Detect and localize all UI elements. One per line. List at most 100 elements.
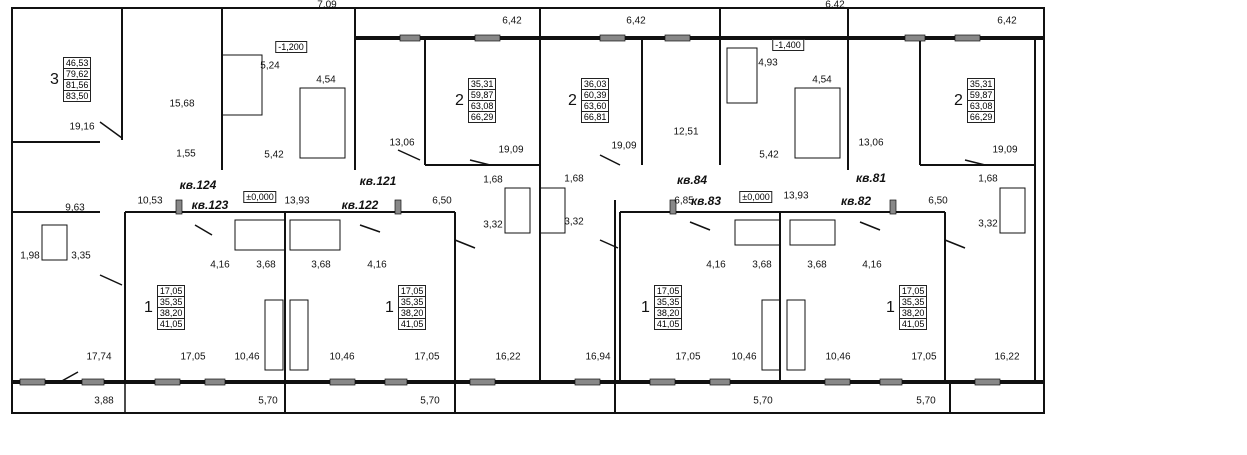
room-area: 10,46 <box>825 351 851 363</box>
area-value: 79,62 <box>63 69 91 80</box>
room-area: 4,16 <box>862 259 882 271</box>
apartment-label: кв.84 <box>676 173 708 187</box>
level-mark: -1,400 <box>772 39 804 51</box>
room-area: 19,09 <box>498 144 524 156</box>
room-area: 13,06 <box>389 137 415 149</box>
area-value: 38,20 <box>398 308 426 319</box>
room-area: 3,32 <box>483 219 503 231</box>
level-mark: ±0,000 <box>739 191 773 203</box>
room-area: 4,16 <box>210 259 230 271</box>
room-area: 3,68 <box>256 259 276 271</box>
apartment-label: кв.81 <box>855 171 887 185</box>
area-value: 36,03 <box>581 79 609 90</box>
area-value: 35,35 <box>654 297 682 308</box>
room-area: 10,53 <box>137 195 163 207</box>
room-area: 7,09 <box>317 0 337 11</box>
room-area: 6,42 <box>502 15 522 27</box>
room-area: 1,68 <box>564 173 584 185</box>
area-value: 63,08 <box>468 101 496 112</box>
area-value: 38,20 <box>899 308 927 319</box>
room-area: 5,70 <box>916 395 936 407</box>
room-area: 6,50 <box>432 195 452 207</box>
room-area: 17,05 <box>911 351 937 363</box>
room-area: 13,06 <box>858 137 884 149</box>
room-area: 6,50 <box>928 195 948 207</box>
room-area: 10,46 <box>234 351 260 363</box>
area-value: 41,05 <box>400 319 424 329</box>
apartment-label: кв.83 <box>690 194 722 208</box>
room-count: 2 <box>954 91 963 109</box>
area-value: 60,39 <box>581 90 609 101</box>
area-value: 35,35 <box>398 297 426 308</box>
apartment-label: кв.122 <box>341 198 379 212</box>
apartment-label: кв.124 <box>179 178 217 192</box>
room-area: 10,46 <box>329 351 355 363</box>
room-area: 16,22 <box>994 351 1020 363</box>
area-value: 59,87 <box>468 90 496 101</box>
area-value: 46,53 <box>63 58 91 69</box>
area-value: 35,35 <box>899 297 927 308</box>
room-area: 3,68 <box>807 259 827 271</box>
room-area: 6,85 <box>674 195 694 207</box>
room-area: 1,68 <box>978 173 998 185</box>
room-area: 5,42 <box>264 149 284 161</box>
area-value: 17,05 <box>899 286 927 297</box>
room-area: 5,42 <box>759 149 779 161</box>
room-area: 5,24 <box>260 60 280 72</box>
room-area: 1,68 <box>483 174 503 186</box>
room-count: 2 <box>568 91 577 109</box>
room-area: 3,68 <box>752 259 772 271</box>
room-area: 5,70 <box>258 395 278 407</box>
area-value: 38,20 <box>654 308 682 319</box>
apartment-label: кв.123 <box>191 198 229 212</box>
room-area: 6,42 <box>997 15 1017 27</box>
room-area: 6,42 <box>626 15 646 27</box>
level-mark: ±0,000 <box>243 191 277 203</box>
room-area: 13,93 <box>783 190 809 202</box>
room-count: 3 <box>50 70 59 88</box>
area-value: 63,60 <box>581 101 609 112</box>
area-value: 17,05 <box>654 286 682 297</box>
room-area: 16,22 <box>495 351 521 363</box>
apartment-label: кв.82 <box>840 194 872 208</box>
outer-wall <box>11 7 1045 414</box>
area-value: 41,05 <box>901 319 925 329</box>
room-area: 17,05 <box>180 351 206 363</box>
room-area: 13,93 <box>284 195 310 207</box>
room-area: 17,74 <box>86 351 112 363</box>
area-value: 17,05 <box>157 286 185 297</box>
area-value: 63,08 <box>967 101 995 112</box>
room-area: 4,54 <box>812 74 832 86</box>
room-area: 5,70 <box>753 395 773 407</box>
room-count: 1 <box>641 298 650 316</box>
room-area: 4,54 <box>316 74 336 86</box>
room-count: 1 <box>144 298 153 316</box>
room-area: 17,05 <box>414 351 440 363</box>
area-value: 41,05 <box>159 319 183 329</box>
room-area: 3,32 <box>978 218 998 230</box>
area-value: 17,05 <box>398 286 426 297</box>
room-area: 9,63 <box>65 202 85 214</box>
area-value: 35,31 <box>468 79 496 90</box>
room-area: 3,32 <box>564 216 584 228</box>
room-area: 4,16 <box>367 259 387 271</box>
room-area: 16,94 <box>585 351 611 363</box>
room-area: 1,98 <box>20 250 40 262</box>
area-value: 41,05 <box>656 319 680 329</box>
area-value: 66,81 <box>583 112 607 122</box>
room-area: 12,51 <box>673 126 699 138</box>
room-area: 3,88 <box>94 395 114 407</box>
apartment-label: кв.121 <box>359 174 397 188</box>
area-value: 59,87 <box>967 90 995 101</box>
room-area: 3,68 <box>311 259 331 271</box>
area-value: 83,50 <box>65 91 89 101</box>
room-area: 19,09 <box>611 140 637 152</box>
